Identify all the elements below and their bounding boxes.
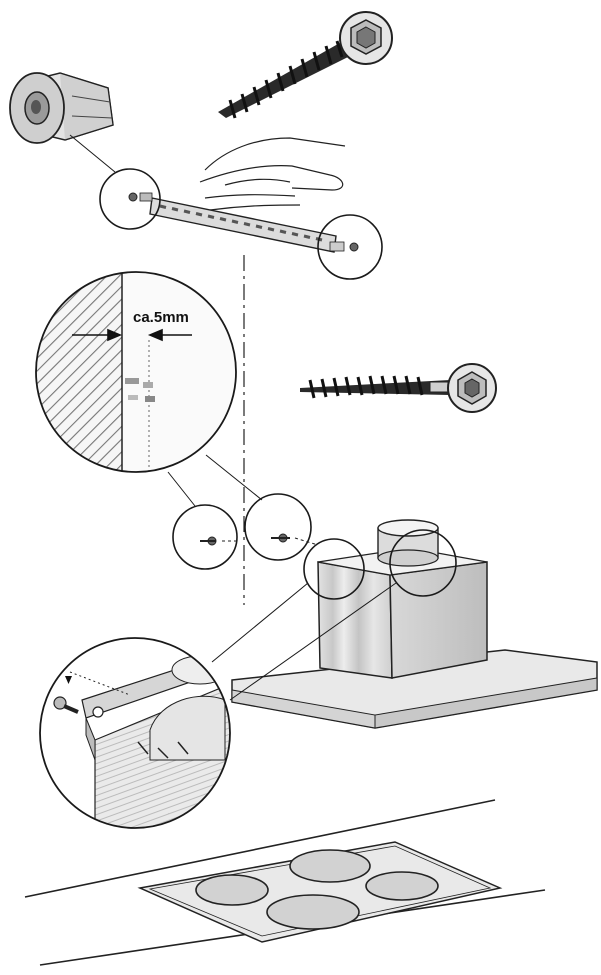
- gap-dimension-arrows: [72, 328, 192, 342]
- cooker-hood: [231, 519, 598, 729]
- bracket-detail: [39, 637, 231, 829]
- detail-circle-bracket-left: [303, 538, 365, 600]
- hand-with-level: [199, 137, 346, 211]
- level-rail: [149, 197, 337, 253]
- wall-gap-detail: ca.5mm: [35, 271, 237, 473]
- detail-circle-right-hole: [317, 214, 383, 280]
- screw-icon: [218, 11, 393, 119]
- hob-burner: [289, 849, 371, 883]
- detail-circle-left-hole: [99, 168, 161, 230]
- detail-circle-screw-left: [172, 504, 238, 570]
- worktop-with-hob: [24, 799, 546, 966]
- wall-plug-icon: [9, 72, 114, 144]
- detail-circle-bracket-right: [389, 529, 457, 597]
- detail-circle-screw-right: [244, 493, 312, 561]
- screw-icon: [300, 363, 497, 413]
- gap-label: ca.5mm: [133, 309, 189, 326]
- small-screw-icon: [200, 536, 217, 546]
- small-screw-icon: [271, 533, 290, 543]
- hob-burner: [266, 894, 360, 930]
- hob-burner: [195, 874, 269, 906]
- small-screw-icon: [329, 241, 359, 252]
- hob-burner: [365, 871, 439, 901]
- small-screw-icon: [128, 192, 153, 202]
- small-screw-icon: [53, 676, 79, 714]
